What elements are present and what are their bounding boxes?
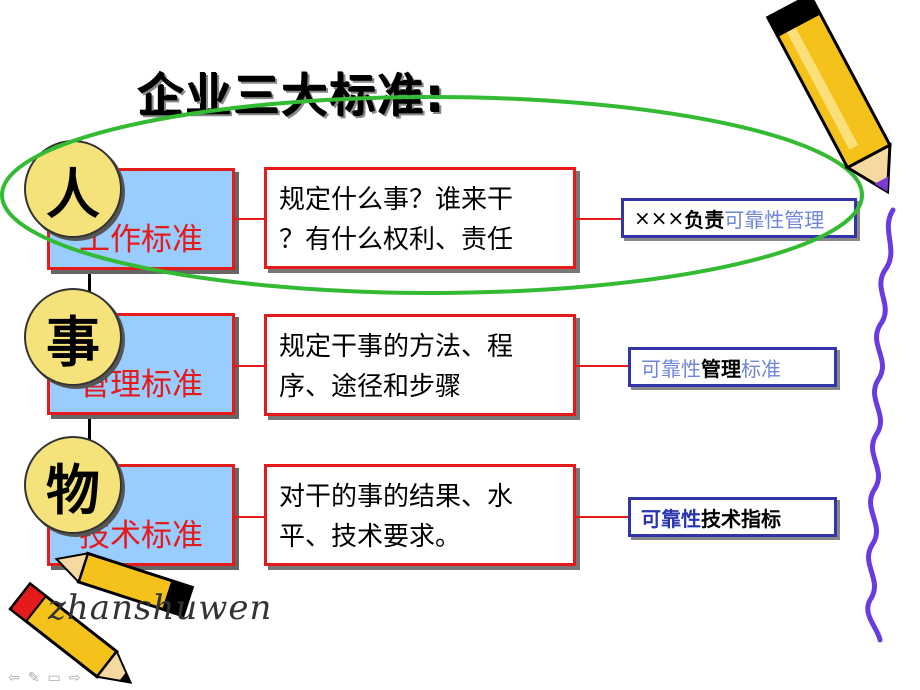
connector-line [576,516,628,518]
highlight-ellipse [0,95,864,295]
description-box: 规定干事的方法、程 序、途径和步骤 [264,314,576,416]
tag-part: 标准 [741,356,781,381]
description-line: 序、途径和步骤 [279,372,462,402]
connector-line [576,218,621,220]
circle-matter: 事 [24,288,122,386]
connector-line [576,365,628,367]
connector-line [235,516,264,518]
slide-nav: ⇦ ✎ ▭ ⇨ [8,670,80,686]
tag-box: ×××负责可靠性管理 [621,198,857,238]
prev-icon[interactable]: ⇦ [8,670,20,686]
connector-line [235,365,264,367]
tag-part: 可靠性 [641,506,701,531]
tag-part: 可靠性管理 [724,207,825,232]
tag-part: ××× [634,206,685,230]
pencil-icon [8,581,133,684]
pencil-icon [54,551,195,618]
signature: zhanshuwen [48,588,273,628]
tag-box: 可靠性技术指标 [628,497,837,537]
description-box: 对干的事的结果、水 平、技术要求。 [264,464,576,566]
pen-icon[interactable]: ✎ [27,670,40,686]
description-line: 规定什么事？谁来干 [279,185,514,215]
menu-icon[interactable]: ▭ [47,670,61,686]
tag-part: 可靠性 [641,356,701,381]
squiggle-decoration [865,207,896,643]
pencil-icon [765,0,892,195]
description-line: ？有什么权利、责任 [279,225,514,255]
circle-object: 物 [24,436,122,534]
next-icon[interactable]: ⇨ [68,670,81,686]
description-line: 平、技术要求。 [279,522,462,552]
tag-part: 管理 [701,356,741,381]
tag-part: 负责 [684,207,725,232]
description-line: 规定干事的方法、程 [279,332,514,362]
tag-box: 可靠性管理标准 [628,347,837,387]
connector-line [235,218,264,220]
description-line: 对干的事的结果、水 [279,482,514,512]
tag-part: 技术指标 [701,506,781,531]
description-box: 规定什么事？谁来干 ？有什么权利、责任 [264,167,576,269]
